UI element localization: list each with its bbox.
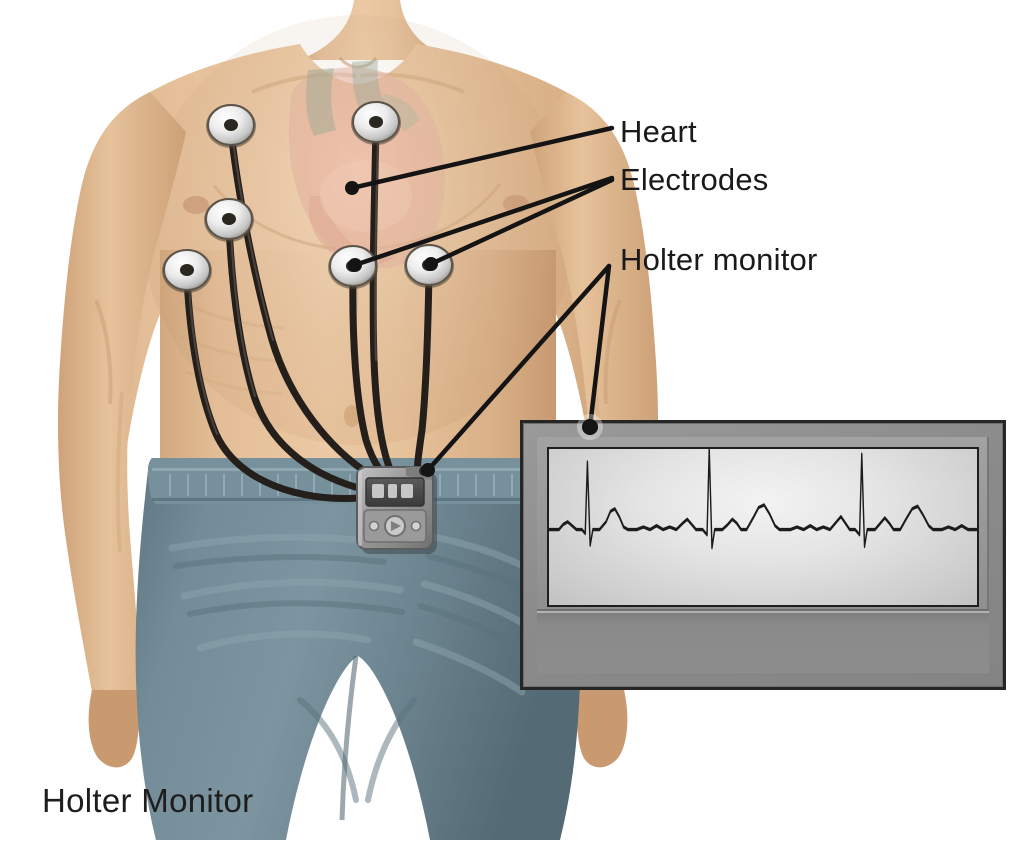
leader-electrode-1: [352, 175, 615, 268]
ecg-panel-frame: [520, 420, 1006, 690]
electrode-lower-left[interactable]: [162, 249, 212, 293]
electrode-mid-left[interactable]: [204, 198, 254, 242]
diagram-caption: Holter Monitor: [42, 782, 254, 819]
ecg-screen: [547, 447, 979, 607]
label-holter-monitor: Holter monitor: [620, 242, 818, 277]
device-right-button: [410, 520, 422, 532]
device-left-button: [368, 520, 380, 532]
ecg-waveform: [549, 449, 977, 550]
leader-holter-panel: [587, 263, 612, 430]
ecg-panel-lip: [537, 611, 989, 673]
electrode-upper-right[interactable]: [351, 101, 401, 145]
leader-holter-device: [425, 263, 612, 473]
electrode-upper-left[interactable]: [206, 104, 256, 148]
leader-electrode-2: [428, 177, 615, 267]
ecg-monitor-panel: [520, 420, 1006, 690]
label-electrodes: Electrodes: [620, 162, 769, 197]
label-heart: Heart: [620, 114, 697, 149]
leader-heart: [349, 125, 615, 191]
